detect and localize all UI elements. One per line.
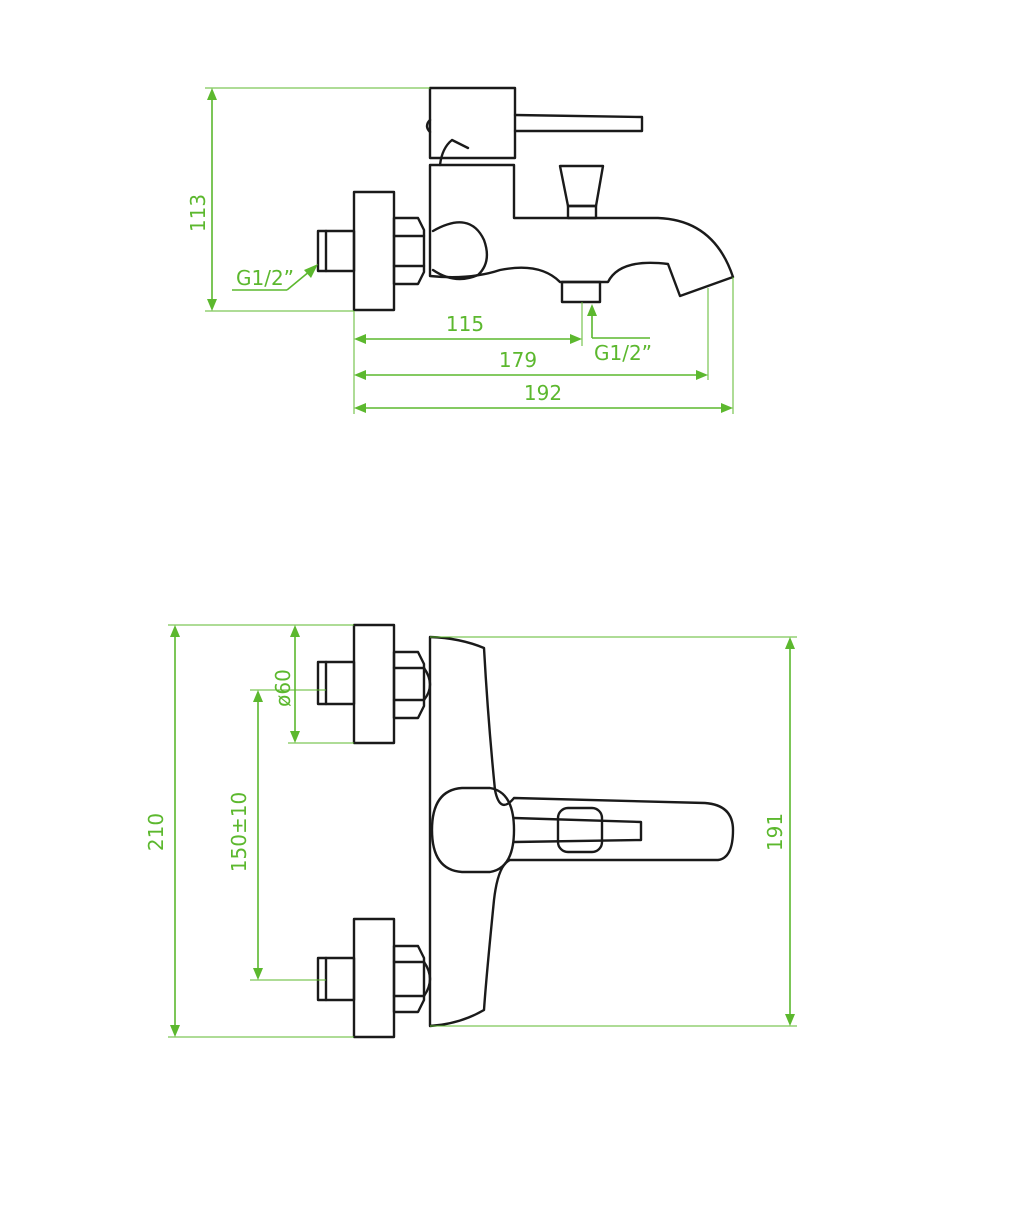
inlet-pipe [316, 229, 356, 273]
wall-flange [352, 190, 396, 312]
upper-flange [352, 623, 396, 745]
lower-hex-nut [392, 944, 426, 1014]
dim-191-label: 191 [763, 813, 787, 851]
lower-inlet-pipe [316, 956, 356, 1002]
inlet-thread-label: G1/2” [236, 266, 294, 290]
shower-outlet [560, 280, 602, 304]
cartridge-top [430, 786, 516, 874]
outlet-thread-label: G1/2” [594, 341, 652, 365]
diverter-top [556, 806, 604, 854]
cartridge-knob [431, 221, 489, 281]
lower-flange [352, 917, 396, 1039]
dim-150-label: 150±10 [227, 792, 251, 872]
mixer-body [428, 635, 735, 1028]
upper-hex-nut [392, 650, 426, 720]
hex-nut [392, 216, 426, 286]
valve-body [428, 163, 735, 298]
height-113-label: 113 [186, 194, 210, 232]
side-view: 113 G1/2” G1/2” 115 179 192 [186, 86, 735, 414]
dim-diameter-60-label: ø60 [271, 669, 295, 707]
dim-192-label: 192 [524, 381, 562, 405]
faucet-side-outline [316, 86, 735, 312]
lever-handle [513, 113, 644, 133]
dim-115-label: 115 [446, 312, 484, 336]
upper-inlet-pipe [316, 660, 356, 706]
dim-179-label: 179 [499, 348, 537, 372]
diverter-knob [558, 164, 605, 208]
faucet-top-outline [316, 623, 735, 1039]
top-lever [512, 816, 643, 844]
top-view: 210 150±10 ø60 191 [144, 623, 797, 1039]
lever-cap [428, 86, 517, 160]
dim-210-label: 210 [144, 813, 168, 851]
